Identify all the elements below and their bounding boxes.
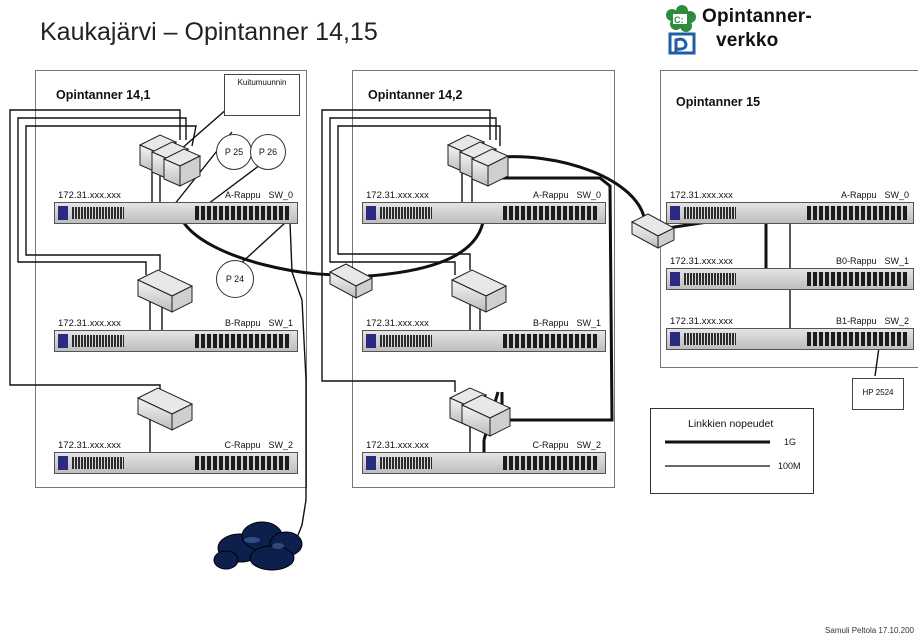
converter-15 xyxy=(630,213,676,249)
page-title: Kaukajärvi – Opintanner 14,15 xyxy=(40,18,378,46)
svg-text:C:: C: xyxy=(674,15,684,25)
logo-line2: verkko xyxy=(716,30,779,51)
converter-center xyxy=(328,263,374,299)
logo-line1: Opintanner- xyxy=(702,6,812,27)
legend-100m: 100M xyxy=(778,461,801,471)
switch-ip: 172.31.xxx.xxx xyxy=(58,318,121,329)
callout-p26: P 26 xyxy=(250,134,286,170)
panel-title-14-2: Opintanner 14,2 xyxy=(368,88,463,102)
switch-ip: 172.31.xxx.xxx xyxy=(670,316,733,327)
logo-icon: C: xyxy=(666,5,696,55)
converter-14-1-c xyxy=(136,387,194,431)
panel-title-15: Opintanner 15 xyxy=(676,95,761,109)
legend xyxy=(650,408,814,494)
logo: C: Opintanner- verkko xyxy=(662,4,822,56)
callout-hp2524: HP 2524 xyxy=(852,378,904,410)
converter-14-2-c xyxy=(448,387,512,437)
switch-ip: 172.31.xxx.xxx xyxy=(366,440,429,451)
callout-kuitumuunnin: Kuitumuunnin xyxy=(224,74,300,116)
callout-p24: P 24 xyxy=(216,260,254,298)
switch-ip: 172.31.xxx.xxx xyxy=(366,318,429,329)
switch-ip: 172.31.xxx.xxx xyxy=(58,190,121,201)
switch-ip: 172.31.xxx.xxx xyxy=(670,256,733,267)
callout-p25: P 25 xyxy=(216,134,252,170)
legend-1g: 1G xyxy=(784,437,797,447)
fiber-converter-group-14-2 xyxy=(446,134,510,187)
panel-title-14-1: Opintanner 14,1 xyxy=(56,88,151,102)
switch-ip: 172.31.xxx.xxx xyxy=(58,440,121,451)
switch-ip: 172.31.xxx.xxx xyxy=(366,190,429,201)
converter-14-2-b xyxy=(450,269,508,313)
credit: Samuli Peltola 17.10.200 xyxy=(825,626,914,635)
legend-title: Linkkien nopeudet xyxy=(688,418,774,430)
converter-14-1-b xyxy=(136,269,194,313)
fiber-converter-group-14-1 xyxy=(138,134,202,187)
switch-ip: 172.31.xxx.xxx xyxy=(670,190,733,201)
